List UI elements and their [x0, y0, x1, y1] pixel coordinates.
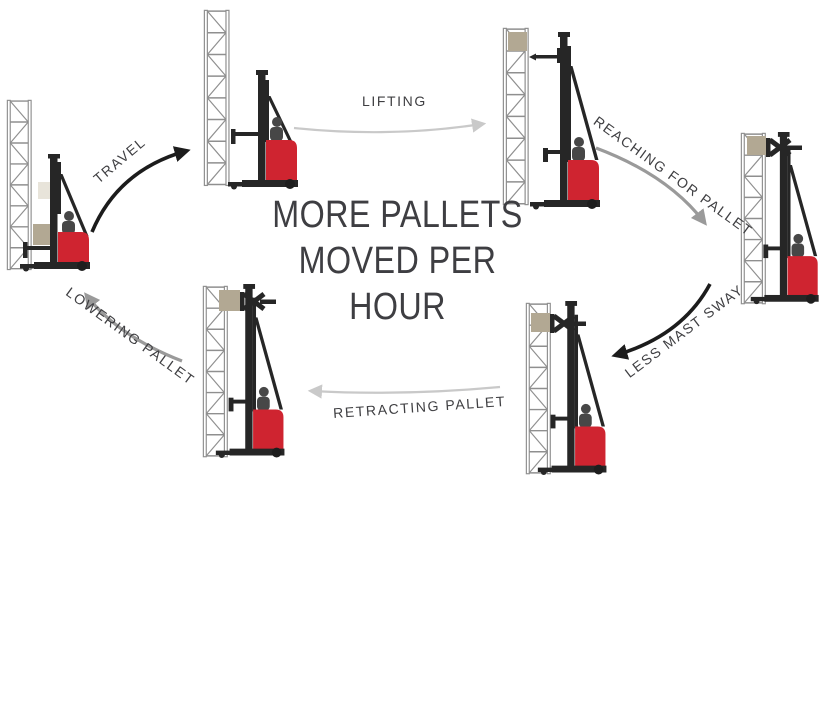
arrow-retracting — [307, 384, 501, 399]
arrow-lifting — [293, 118, 487, 134]
pallet-box-taupe — [219, 290, 240, 311]
diagram-title: MORE PALLETS MOVED PER HOUR — [264, 192, 532, 330]
illustration-travel — [4, 96, 100, 280]
stage-label-sway: LESS MAST SWAY — [621, 281, 747, 381]
pallet-box-taupe — [531, 313, 550, 332]
stage-label-lowering: LOWERING PALLET — [63, 283, 199, 389]
diagram-title-line2: MOVED PER HOUR — [298, 240, 497, 328]
pallet-box-taupe — [33, 224, 55, 245]
pallet-box-taupe — [747, 136, 766, 155]
diagram-title-line1: MORE PALLETS — [272, 194, 523, 236]
stage-label-retracting: RETRACTING PALLET — [332, 392, 507, 422]
illustration-retracting — [518, 300, 620, 478]
stage-label-lifting: LIFTING — [362, 93, 427, 109]
illustration-lowering — [198, 282, 300, 460]
illustration-lifting — [198, 6, 300, 190]
illustration-sway — [740, 130, 820, 308]
stage-label-reaching: REACHING FOR PALLET — [590, 112, 757, 240]
pallet-box-taupe — [508, 32, 527, 51]
illustration-reaching — [498, 26, 606, 212]
